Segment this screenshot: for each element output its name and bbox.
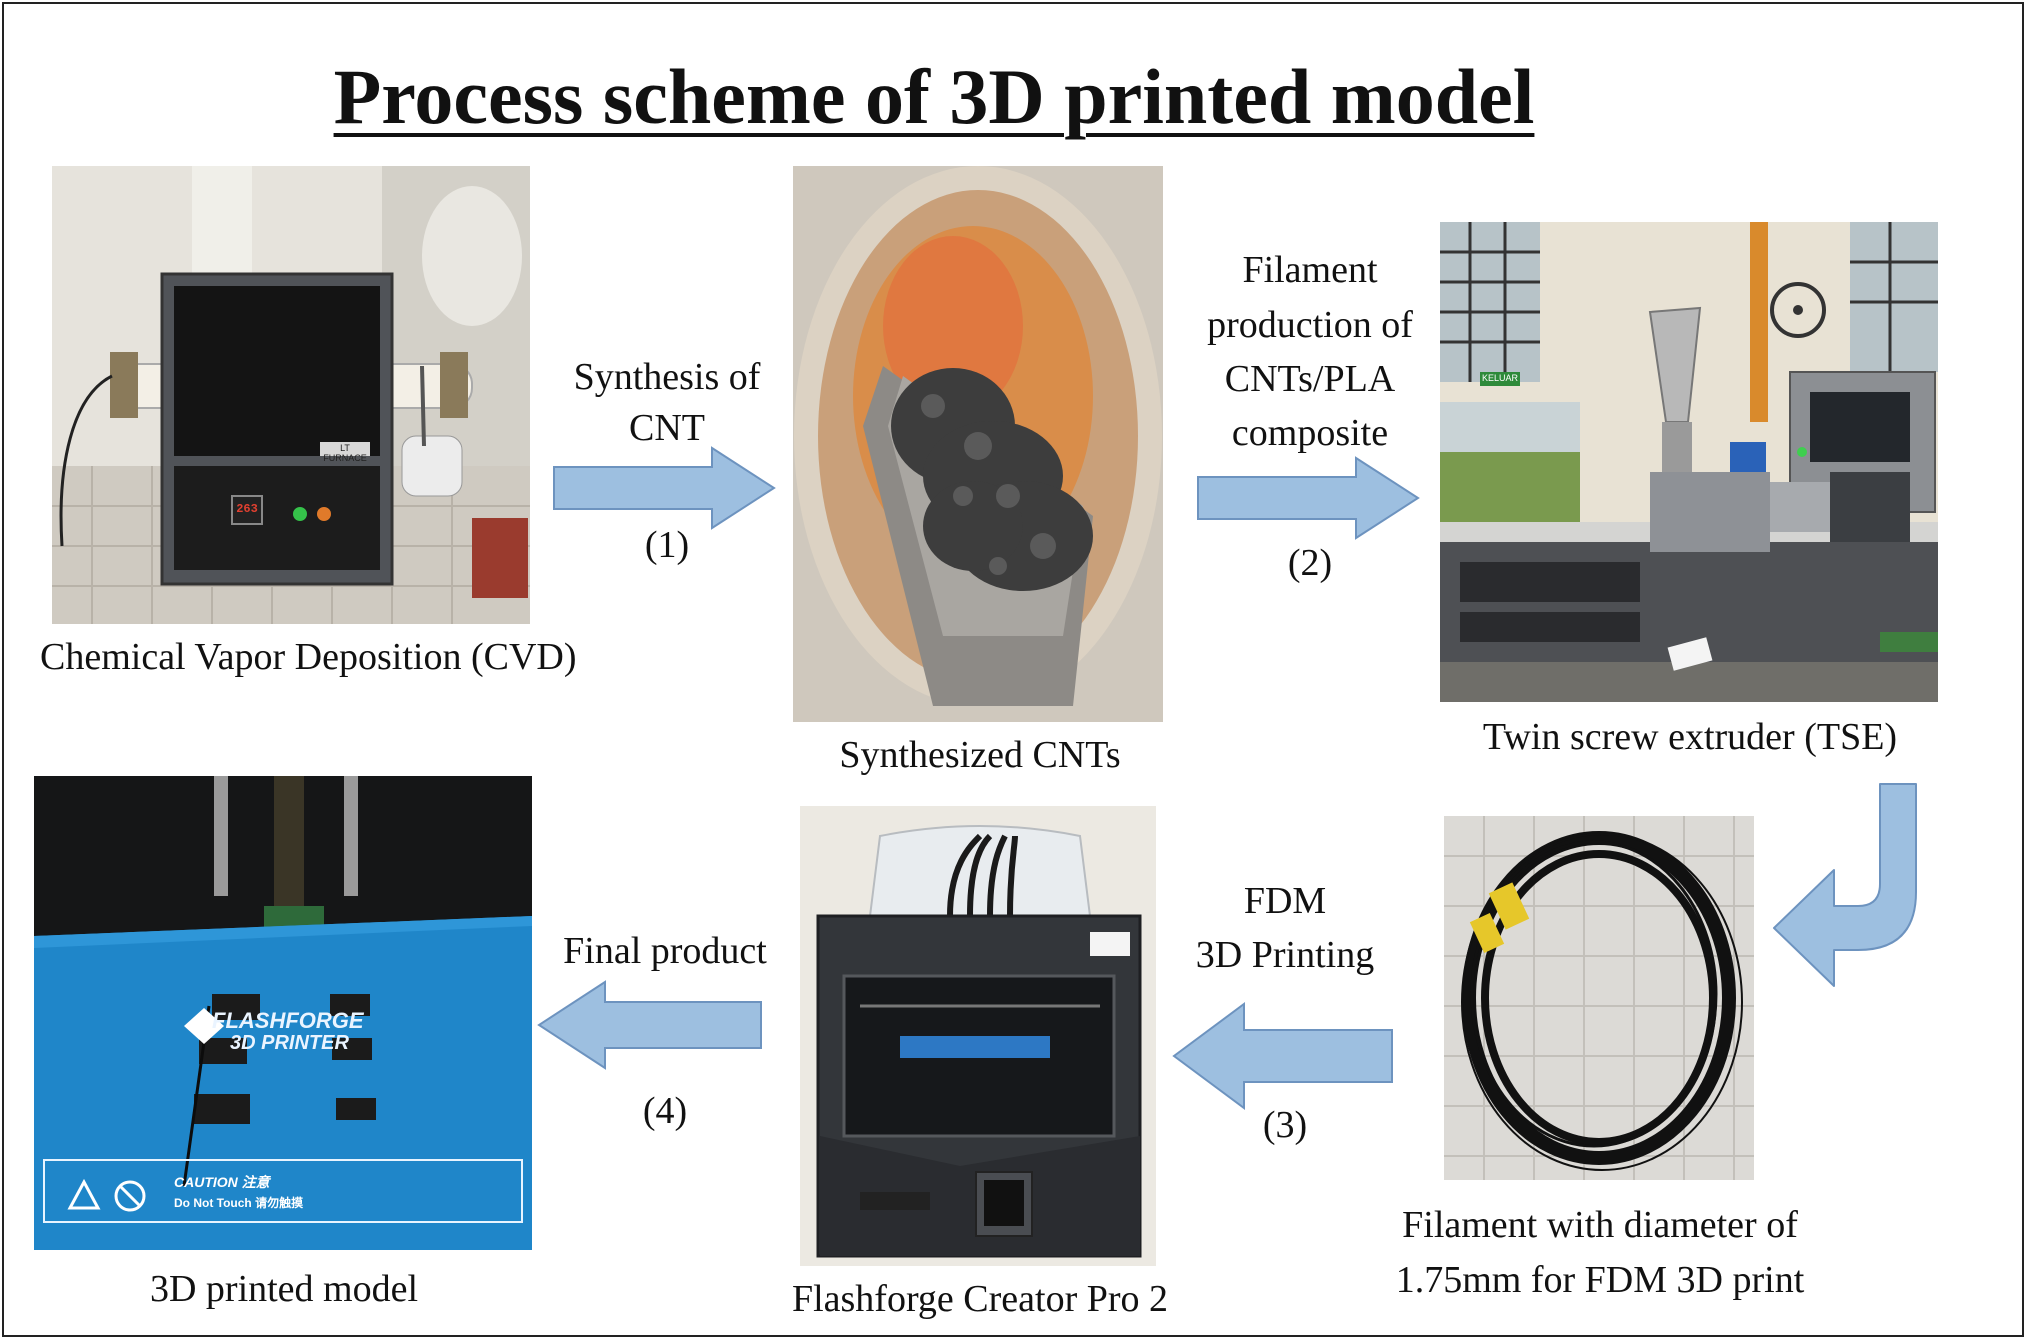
step-1-line2: CNT [629,407,705,449]
step-3-line1: FDM [1243,880,1327,922]
furnace-panel-label: LT FURNACE [323,443,367,463]
step-4-line1: Final product [563,930,767,972]
furnace-display: 263 [236,502,258,516]
tse-caption: Twin screw extruder (TSE) [1482,716,1898,758]
bed-caution-text: CAUTION 注意 [174,1174,270,1190]
printer-caption: Flashforge Creator Pro 2 [791,1278,1169,1320]
arrow-right-2 [1197,456,1420,540]
page-title: Process scheme of 3D printed model [333,53,1535,140]
bed-brand-line1: FLASHFORGE [212,1008,364,1033]
step-2-line3: CNTs/PLA [1224,358,1396,400]
filament-caption-line1: Filament with diameter of [1402,1204,1798,1246]
bed-notouch-text: Do Not Touch 请勿触摸 [174,1196,304,1210]
cnt-photo [793,166,1163,722]
filament-photo [1444,816,1754,1180]
step-2-line2: production of [1207,304,1413,346]
exit-sign-text: KELUAR [1481,373,1518,383]
arrow-bend-down-left [1773,783,1917,987]
cvd-photo: LT FURNACE 263 [52,166,530,624]
filament-caption-line2: 1.75mm for FDM 3D print [1395,1259,1805,1301]
bed-brand-line2: 3D PRINTER [230,1032,349,1054]
cvd-caption: Chemical Vapor Deposition (CVD) [40,636,577,678]
step-2-number: (2) [1287,542,1333,584]
step-4-number: (4) [642,1090,688,1132]
arrow-right-1 [553,446,776,530]
arrow-left-3 [1172,1002,1393,1110]
step-2-line1: Filament [1242,249,1378,291]
cnt-caption: Synthesized CNTs [839,734,1121,776]
tse-photo: KELUAR [1440,222,1938,702]
step-2-line4: composite [1231,412,1389,454]
printer-photo [800,806,1156,1266]
step-1-number: (1) [644,524,690,566]
step-3-line2: 3D Printing [1195,934,1375,976]
step-3-number: (3) [1262,1104,1308,1146]
model-caption: 3D printed model [149,1268,419,1310]
model-photo: FLASHFORGE 3D PRINTER CAUTION 注意 Do Not … [34,776,532,1250]
step-1-line1: Synthesis of [573,356,761,398]
arrow-left-4 [537,980,762,1070]
